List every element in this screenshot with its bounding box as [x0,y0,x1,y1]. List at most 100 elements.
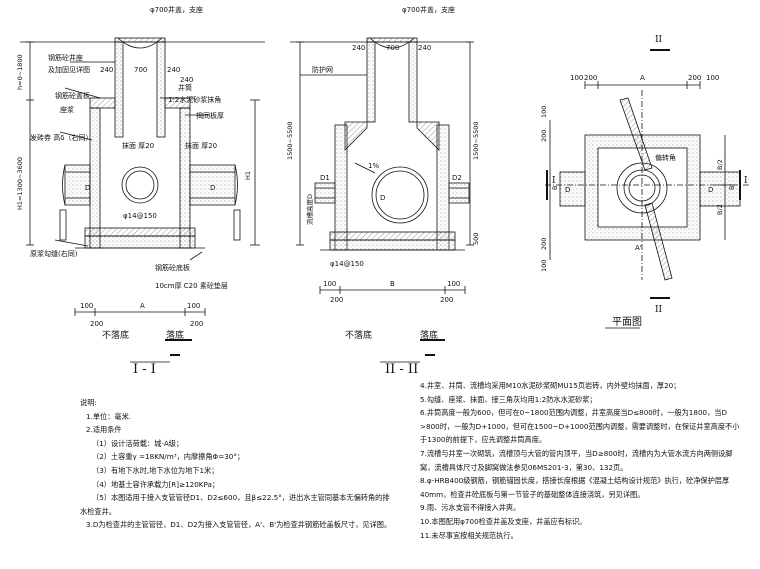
note-item: （1）设计活荷载：城-A级； [92,438,184,448]
s1-bottom-dim-2: A [140,302,145,310]
section-2-drawing [290,37,474,363]
s2-label-9: 流槽高度D [305,194,314,225]
s1-bottom-dim-4: 200 [90,320,103,328]
s1-left-label-6: 原浆勾缝(右同) [30,249,78,258]
plan-label-6: 偏转角 [655,153,676,162]
notes-left: 说明: 1.单位：毫米. 2.适用条件 （1）设计活荷载：城-A级； （2）土容… [80,396,420,532]
s2-cover-label: φ700井盖，支座 [402,5,455,14]
s1-right-label-3: 揭同板厚 [196,111,224,120]
s2-label-6: D1 [320,174,330,182]
note-item: 窝，流槽具体尺寸及脚窝做法参见06MS201-3，第30、132页。 [420,462,628,472]
plan-label-10: B/2 [716,159,724,170]
s1-base-label-2: 落底 [166,329,184,341]
plan-label-13: B' [728,184,736,190]
plan-section-mark-left: I [552,176,556,186]
s1-inner-label-1: 抹面 厚20 [122,141,154,150]
note-item: 5.勾缝、座浆、抹面、接三角灰均用1:2防水水泥砂浆； [420,394,597,404]
note-item: 8.φ-HRB400级钢筋，钢筋锚固长度，搭接长度根据《混凝土结构设计规范》执行… [420,476,730,486]
plan-label-16: 200 [540,238,548,250]
s2-base-label-2: 落底 [420,329,438,341]
plan-section-mark-top: II [655,35,663,45]
technical-drawing: φ700井盖，支座 240 700 240 240 钢筋砼井座 及加固见详图 钢… [16,5,750,377]
s1-left-label-2: 及加固见详图 [48,65,90,74]
s2-bottom-dim-1: 100 [323,280,336,288]
plan-label-1: 100 [570,74,583,82]
s2-base-label-1: 不落底 [345,329,372,341]
plan-label-17: 100 [540,260,548,272]
s2-vertical-dim-3: 500 [472,233,480,245]
s1-left-label-5: 发砖券 高δ（右同） [30,133,93,142]
note-item: （2）土容重γ =18KN/m³，内摩擦角Φ=30°； [92,452,245,462]
s1-top-dim-4: 240 [180,76,193,84]
plan-section-mark-bottom: II [655,305,663,315]
s1-top-dim-3: 240 [167,66,180,74]
s2-bottom-dim-5: 200 [440,296,453,304]
s1-bottom-label-2: 10cm厚 C20 素砼垫层 [155,281,228,290]
s1-vertical-dim-3: H1 [244,171,252,180]
s2-vertical-dim-1: 1500~5500 [286,121,294,160]
note-item: 40mm，检查井砼底板与第一节管子的基础整体连接浇筑，另见详图。 [420,489,645,499]
plan-label-9: A' [635,244,642,252]
plan-section-mark-right: I [744,176,748,186]
note-item: 4.井室、井筒、流槽均采用M10水泥砂浆砌MU15页岩砖，内外壁均抹面，厚20； [420,381,681,390]
s1-base-label-1: 不落底 [102,329,129,341]
s2-bottom-dim-2: B [390,280,395,288]
s1-inner-label-2: D [85,184,90,192]
section-1-drawing [20,37,265,363]
notes-heading: 说明: [80,398,97,407]
note-item: （5）本图适用于接入支管管径D1、D2≤600，且β≤22.5°，进出水主管同基… [92,493,390,503]
s1-left-label-1: 钢筋砼井座 [48,53,83,62]
plan-label-14: 200 [540,130,548,142]
s1-vertical-dim-2: H1=1300~3600 [16,157,24,210]
s2-label-1: 防护网 [312,65,333,74]
note-item: 9.雨、污水支管不得接入井爽。 [420,503,521,513]
s1-right-label-4: 抹面 厚20 [185,141,217,150]
s1-top-dim-2: 700 [134,66,147,74]
plan-label-7: D [565,186,570,194]
s1-bottom-label-3: φ14@150 [123,212,157,220]
plan-title: 平面图 [612,316,642,328]
note-item: （4）地基土容许承载力[R]≥120KPa； [92,479,220,489]
note-item: 水检查井。 [80,506,116,516]
note-item: （3）有地下水时,地下水位为地下1米； [92,465,219,475]
note-item: 于1300的前提下，应先调整井筒高度。 [420,435,547,445]
note-item: 1.单位：毫米. [86,411,132,421]
s2-vertical-dim-2: 1500~5500 [472,121,480,160]
note-item: 11.未尽事宜按相关规范执行。 [420,530,518,540]
note-item: 7.流槽与井室一次砌筑，流槽顶与大管的管内顶平，当D≥800时，流槽内为大管水流… [420,448,733,458]
s2-bottom-label-1: φ14@150 [330,260,364,268]
s1-bottom-label-1: 钢筋砼底板 [155,263,190,272]
plan-label-11: B/2 [716,204,724,215]
s2-label-7: D2 [452,174,462,182]
s1-bottom-dim-3: 100 [187,302,200,310]
note-item: 10.本图配用φ700检查井盖及支座，井盖应有标识。 [420,516,587,526]
plan-drawing [545,49,750,329]
notes-right: 4.井室、井筒、流槽均采用M10水泥砂浆砌MU15页岩砖，内外壁均抹面，厚20；… [420,379,755,542]
s2-bottom-dim-3: 100 [447,280,460,288]
plan-label-12: B [551,186,559,190]
s2-title: II - II [385,362,418,377]
plan-label-3: A [640,74,645,82]
plan-label-8: D [708,186,713,194]
s1-right-label-1: 井筒 [178,83,192,92]
s1-vertical-dim-1: h=0~1800 [16,54,24,90]
s2-label-8: D [380,194,385,202]
plan-label-4: 200 [688,74,701,82]
s2-label-2: 240 [352,44,365,52]
note-item: 6.井筒高度一般为600，但可在0~1800范围内调整，井室高度当D≤800时，… [420,408,728,418]
s1-left-label-4: 座浆 [60,105,74,114]
s1-right-label-2: 1:2水泥砂浆抹角 [168,95,221,104]
s2-bottom-dim-4: 200 [330,296,343,304]
plan-label-2: 200 [584,74,597,82]
s1-cover-label: φ700井盖，支座 [150,5,203,14]
s1-bottom-dim-5: 200 [190,320,203,328]
s1-bottom-dim-1: 100 [80,302,93,310]
s1-inner-label-3: D [210,184,215,192]
note-item: >800时，一般为D+1000，但可在1500~D+1000范围内调整，需要调整… [420,421,740,431]
s1-left-label-3: 钢筋砼盖板 [55,91,90,100]
s1-title: I - I [133,362,156,377]
s2-label-4: 240 [418,44,431,52]
s2-label-3: 700 [386,44,399,52]
s2-label-5: 1% [368,162,379,170]
s1-top-dim-1: 240 [100,66,113,74]
